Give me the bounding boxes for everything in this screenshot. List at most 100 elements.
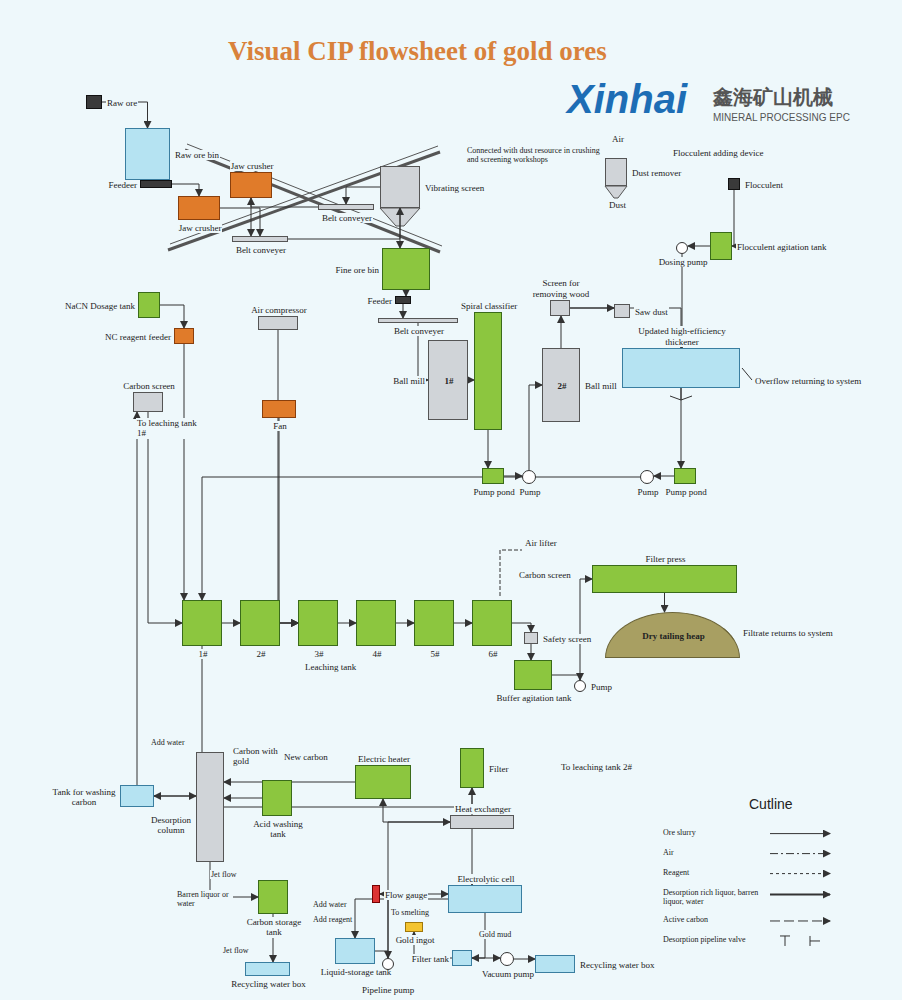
flow-line	[222, 623, 240, 624]
flow-line	[514, 959, 535, 960]
equipment-label: Carbon screen	[122, 381, 176, 391]
machine: Air compressor	[258, 316, 298, 330]
annotation: Add water	[312, 900, 348, 909]
machine: Heat exchanger	[450, 815, 514, 829]
flow-line	[346, 187, 380, 204]
equipment-label: Filter	[488, 764, 510, 774]
bin: Recycling water box	[245, 962, 290, 976]
logo-text: Xinhai	[566, 76, 688, 122]
equipment-label: Vacuum pump	[481, 969, 535, 979]
equipment-label: Feeder	[367, 296, 394, 306]
annotation: Leaching tank	[304, 662, 357, 672]
tank: Filter press	[592, 565, 737, 593]
equipment-label: Liquid-storage tank	[320, 967, 393, 977]
equipment-label: Tank for washing carbon	[50, 787, 118, 808]
legend-text: Reagent	[662, 868, 762, 877]
machine: Screen for removing wood	[550, 300, 570, 316]
equipment-label: 5#	[430, 649, 441, 659]
equipment-label: Jaw crusher	[230, 161, 275, 171]
belt-drawing	[168, 144, 442, 252]
legend-text: Desorption rich liquor, barren liquor, w…	[662, 888, 762, 906]
gold-ingot: Gold ingot	[405, 922, 423, 932]
annotation: Flocculent adding device	[672, 148, 764, 158]
pump: Pipeline pump	[382, 958, 394, 970]
flow-line	[375, 951, 388, 958]
annotation: Filtrate returns to system	[742, 628, 834, 638]
machine: Ball mill2#	[542, 348, 580, 422]
equipment-label: Buffer agitation tank	[496, 693, 573, 703]
crusher: Jaw crusher	[230, 172, 272, 198]
tank: Electric heater	[355, 765, 411, 799]
equipment-label: Pump	[590, 682, 613, 692]
bin: Tank for washing carbon	[120, 785, 154, 807]
equipment-label: Dust remover	[631, 168, 682, 178]
flow-line	[380, 894, 388, 958]
tank: 4#	[356, 600, 396, 646]
pump: Pump	[522, 470, 536, 484]
annotation: Add water	[150, 738, 186, 747]
flow-line	[403, 304, 404, 318]
valve-symbol	[780, 936, 820, 946]
annotation: Jet flow	[210, 870, 238, 879]
legend-text: Active carbon	[662, 915, 762, 924]
equipment-label: Saw dust	[634, 307, 669, 317]
pump: Pump	[640, 470, 654, 484]
flow-line	[172, 184, 199, 196]
flow-line	[681, 388, 682, 468]
tank: Flocculent agitation tank	[710, 232, 732, 260]
flow-line	[355, 899, 448, 938]
tailing-heap: Dry tailing heap	[605, 612, 740, 658]
flow-line	[220, 208, 260, 236]
flow-line	[154, 646, 202, 796]
flow-line	[278, 330, 298, 623]
flow-line	[184, 344, 185, 600]
equipment-label: Safety screen	[542, 634, 592, 644]
tank: Pump pond	[674, 468, 696, 484]
flow-line	[688, 246, 710, 247]
annotation: New carbon	[283, 752, 329, 762]
equipment-label: Heat exchanger	[454, 804, 512, 814]
equipment-label: Pump	[519, 487, 542, 497]
equipment-label: Flocculent agitation tank	[736, 242, 827, 252]
tank: Pump pond	[482, 468, 504, 484]
equipment-label: Raw ore	[106, 98, 138, 108]
equipment-label: Feedeer	[108, 180, 138, 190]
flow-line	[472, 788, 473, 885]
equipment-label: Pump pond	[664, 487, 707, 497]
flow-gauge: Flow gauge	[372, 885, 380, 903]
annotation: Carbon with gold	[232, 746, 279, 767]
machine: Saw dust	[614, 304, 630, 318]
equipment-label: 6#	[488, 649, 499, 659]
legend-text: Ore slurry	[662, 828, 762, 837]
equipment-label: Flocculent	[744, 180, 784, 190]
pump: Dosing pump	[676, 242, 688, 254]
overflow-leader	[742, 368, 752, 380]
machine: Desorption column	[196, 752, 224, 862]
flow-line	[160, 305, 184, 328]
flow-line	[338, 623, 356, 624]
flow-line	[529, 385, 542, 470]
equipment-label: Pump pond	[472, 487, 515, 497]
equipment-label: NC reagent feeder	[104, 332, 172, 342]
equipment-label: 1#	[198, 649, 209, 659]
legend-text: Desorption pipeline valve	[662, 935, 762, 944]
machine: Vibrating screen	[380, 166, 420, 208]
legend-sample	[770, 894, 830, 896]
machine: Ball mill1#	[428, 340, 468, 420]
equipment-label: Filter press	[644, 554, 686, 564]
equipment-label: Raw ore bin	[174, 150, 220, 160]
equipment-label: Belt conveyer	[235, 245, 287, 255]
annotation: Cutline	[748, 796, 794, 812]
flow-line	[504, 476, 522, 477]
annotation: To leaching tank 2#	[560, 762, 633, 772]
flow-line	[279, 418, 298, 623]
annotation: Air	[611, 134, 625, 144]
annotation: Jet flow	[222, 946, 250, 955]
machine: Carbon screen	[133, 392, 163, 412]
equipment-label: Electric heater	[357, 754, 411, 764]
flow-line	[654, 476, 674, 477]
feeder: Feeder	[395, 296, 411, 304]
flow-line	[400, 208, 401, 248]
flow-line	[224, 798, 262, 799]
